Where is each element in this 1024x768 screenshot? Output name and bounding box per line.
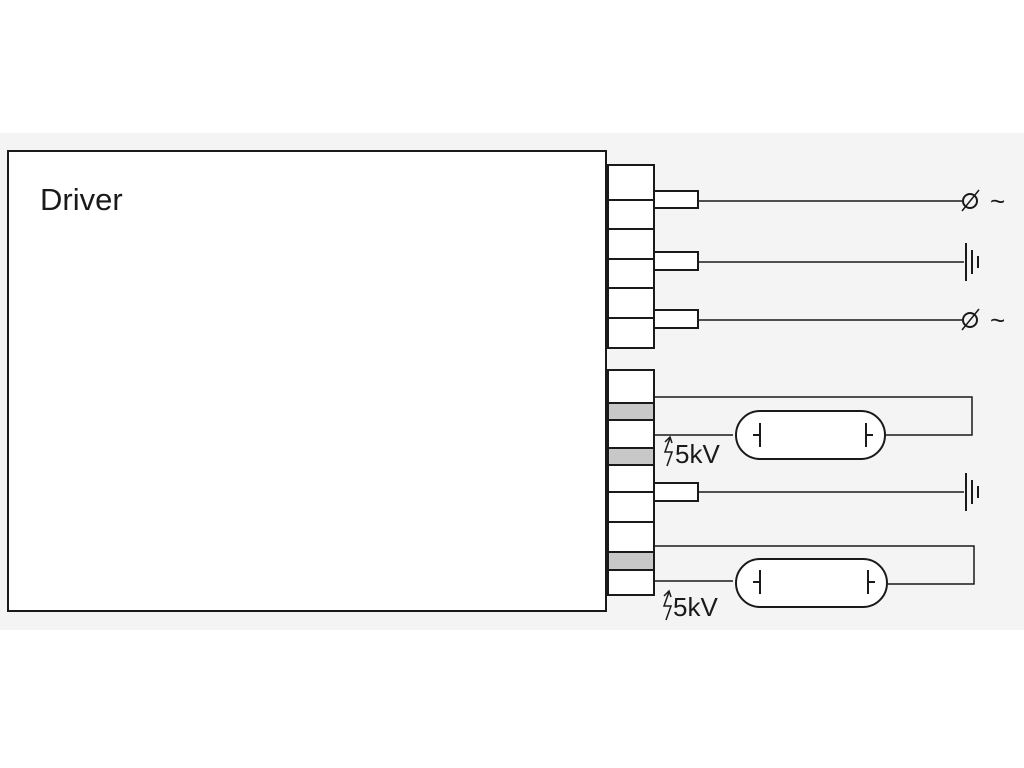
earth-icon	[965, 473, 979, 511]
mains-tilde-2: ~	[990, 305, 1005, 335]
connector-plug	[653, 190, 699, 209]
mains-line-2	[653, 308, 980, 331]
mains-terminal-block	[607, 164, 655, 349]
earth-icon	[965, 243, 979, 281]
hv-terminal-2	[607, 447, 655, 466]
terminal-circle	[962, 312, 978, 328]
lamp-1-circuit	[654, 396, 973, 460]
hv-label-2: 5kV	[673, 592, 718, 622]
hv-arrow-icon-2	[662, 589, 673, 621]
hv-label-1: 5kV	[675, 439, 720, 469]
connector-plug	[653, 482, 699, 502]
lamp-icon	[735, 558, 888, 608]
earth-line-2	[653, 473, 979, 511]
connector-plug	[653, 251, 699, 271]
mains-line-1	[653, 189, 980, 212]
hv-terminal-1	[607, 402, 655, 421]
lamp-2-circuit	[654, 545, 975, 608]
hv-arrow-icon-1	[663, 435, 674, 467]
terminal-circle	[962, 193, 978, 209]
driver-label: Driver	[40, 182, 123, 217]
hv-terminal-3	[607, 551, 655, 571]
lamp-icon	[735, 410, 886, 460]
connector-plug	[653, 309, 699, 329]
earth-line-1	[653, 243, 979, 281]
mains-tilde-1: ~	[990, 186, 1005, 216]
driver-box	[7, 150, 607, 612]
